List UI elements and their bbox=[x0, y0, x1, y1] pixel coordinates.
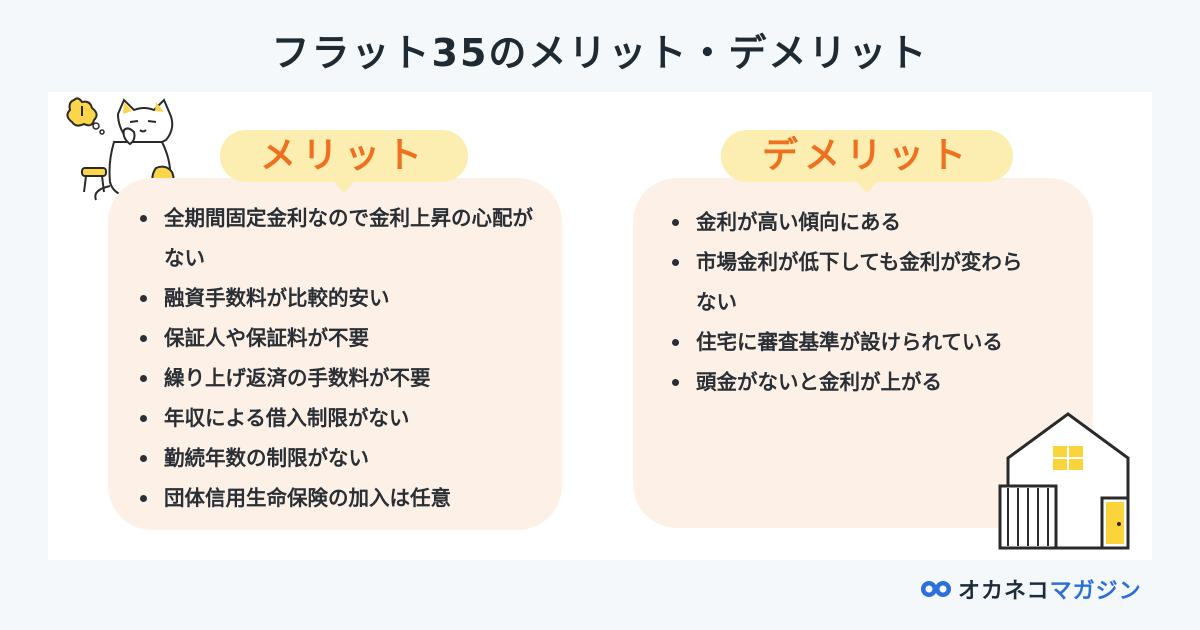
merit-item: 融資手数料が比較的安い bbox=[134, 278, 538, 318]
demerit-list: 金利が高い傾向にある 市場金利が低下しても金利が変わらない 住宅に審査基準が設け… bbox=[666, 202, 1036, 402]
merit-item: 繰り上げ返済の手数料が不要 bbox=[134, 358, 538, 398]
comparison-panel: メリット 全期間固定金利なので金利上昇の心配がない 融資手数料が比較的安い 保証… bbox=[48, 92, 1152, 560]
demerit-item: 頭金がないと金利が上がる bbox=[666, 362, 1036, 402]
logo-text-sub: マガジン bbox=[1049, 579, 1142, 604]
merit-item: 勤続年数の制限がない bbox=[134, 438, 538, 478]
page-title: フラット35のメリット・デメリット bbox=[271, 31, 929, 75]
demerit-item: 住宅に審査基準が設けられている bbox=[666, 322, 1036, 362]
demerit-item: 市場金利が低下しても金利が変わらない bbox=[666, 242, 1036, 322]
merit-heading: メリット bbox=[220, 130, 468, 193]
merit-card bbox=[108, 178, 562, 530]
demerit-item: 金利が高い傾向にある bbox=[666, 202, 1036, 242]
house-illustration bbox=[998, 412, 1130, 550]
demerit-heading: デメリット bbox=[721, 130, 1013, 193]
merit-item: 団体信用生命保険の加入は任意 bbox=[134, 478, 538, 518]
brand-logo[interactable]: オカネコ マガジン bbox=[920, 574, 1142, 604]
merit-list: 全期間固定金利なので金利上昇の心配がない 融資手数料が比較的安い 保証人や保証料… bbox=[134, 198, 538, 518]
merit-item: 全期間固定金利なので金利上昇の心配がない bbox=[134, 198, 538, 278]
logo-text-main: オカネコ bbox=[958, 579, 1050, 604]
owl-glasses-logo-icon bbox=[921, 581, 951, 597]
merit-item: 保証人や保証料が不要 bbox=[134, 318, 538, 358]
merit-item: 年収による借入制限がない bbox=[134, 398, 538, 438]
